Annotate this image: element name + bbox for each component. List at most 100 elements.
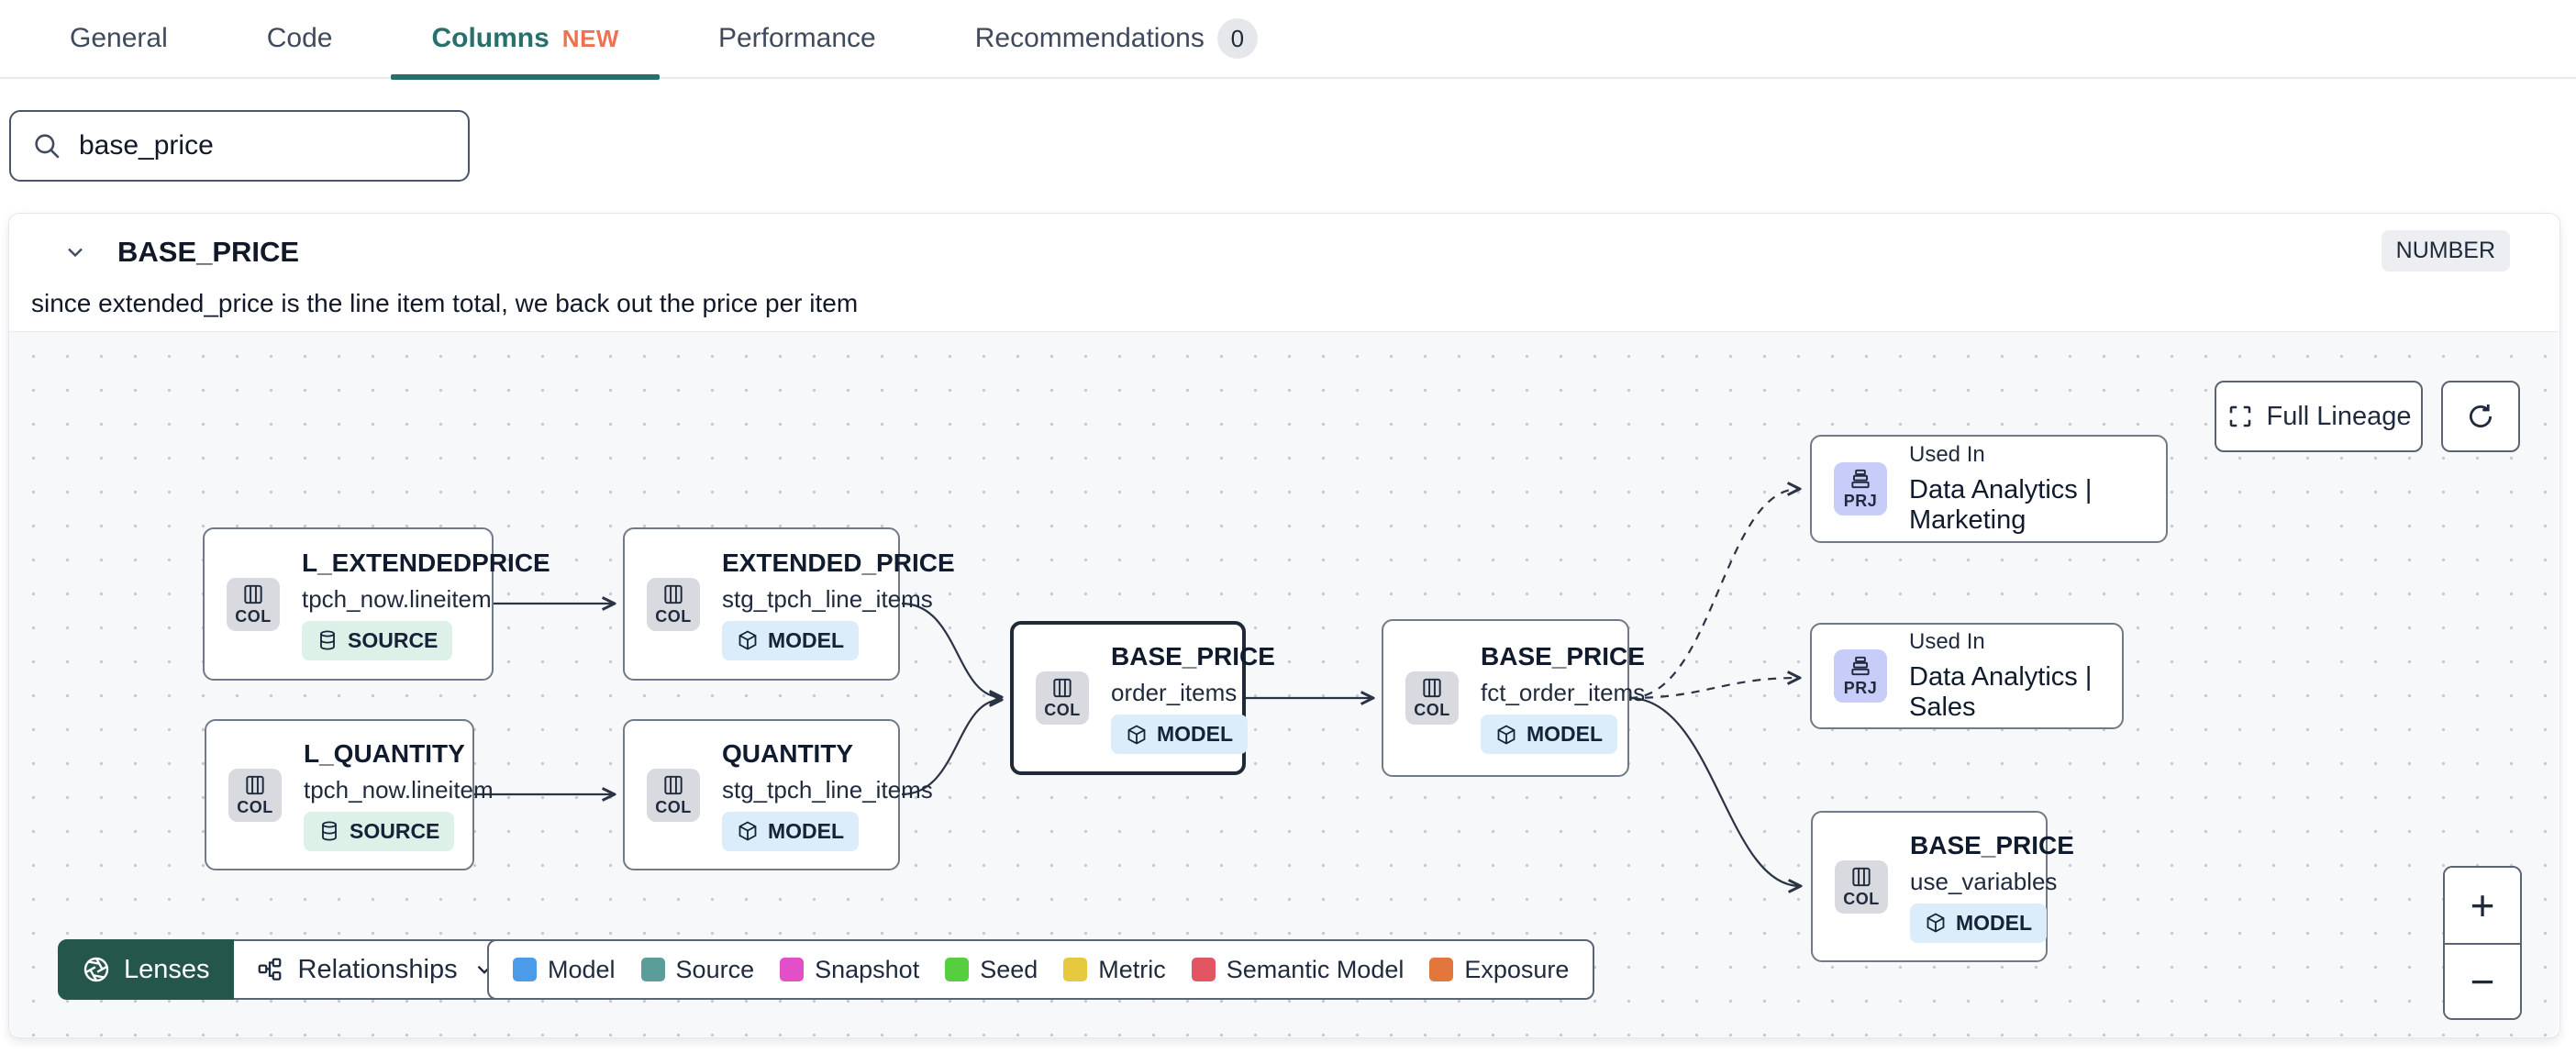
node-subtitle: tpch_now.lineitem: [302, 584, 492, 613]
legend-item-snapshot: Snapshot: [780, 956, 919, 984]
archive-icon: [1851, 469, 1870, 489]
database-icon: [320, 630, 335, 650]
tab-performance[interactable]: Performance: [713, 0, 882, 78]
badge-label: MODEL: [768, 627, 845, 652]
node-type-legend: Model Source Snapshot Seed Metric Semant…: [487, 939, 1595, 1000]
tab-label: Performance: [717, 23, 876, 53]
chip-label: PRJ: [1843, 679, 1878, 697]
lineage-node-quantity[interactable]: COL QUANTITY stg_tpch_line_items MODEL: [623, 719, 933, 870]
cube-icon: [738, 630, 757, 650]
column-chip: COL: [228, 768, 282, 822]
cube-icon: [738, 821, 757, 841]
legend-item-exposure: Exposure: [1429, 956, 1569, 984]
node-subtitle: tpch_now.lineitem: [304, 775, 494, 804]
column-type-badge: NUMBER: [2381, 230, 2510, 272]
column-description: since extended_price is the line item to…: [31, 289, 859, 317]
legend-swatch: [780, 958, 805, 981]
relationships-dropdown[interactable]: Relationships: [233, 939, 520, 1000]
badge-label: MODEL: [1527, 722, 1604, 746]
tab-general[interactable]: General: [64, 0, 173, 78]
legend-item-metric: Metric: [1063, 956, 1166, 984]
full-lineage-button[interactable]: Full Lineage: [2215, 381, 2423, 452]
tab-label: Recommendations: [974, 23, 1205, 53]
node-subtitle: use_variables: [1910, 867, 2058, 895]
column-card-header: BASE_PRICE NUMBER since extended_price i…: [9, 214, 2559, 331]
lineage-node-base-price-use-variables[interactable]: COL BASE_PRICE use_variables MODEL: [1811, 811, 2074, 962]
lineage-edges: [474, 332, 2559, 1036]
expand-icon: [2229, 405, 2250, 427]
legend-label: Seed: [980, 955, 1038, 983]
column-search[interactable]: [9, 110, 470, 182]
legend-swatch: [513, 958, 537, 981]
legend-swatch: [640, 958, 665, 981]
legend-label: Metric: [1098, 955, 1166, 983]
legend-item-source: Source: [640, 956, 754, 984]
search-input[interactable]: [79, 130, 448, 161]
column-chip: COL: [227, 577, 280, 631]
legend-item-model: Model: [513, 956, 616, 984]
node-title: L_EXTENDEDPRICE: [302, 548, 550, 577]
lineage-node-base-price-fct-order-items[interactable]: COL BASE_PRICE fct_order_items MODEL: [1382, 619, 1645, 777]
badge-label: MODEL: [1956, 910, 2033, 935]
legend-label: Semantic Model: [1226, 955, 1405, 983]
model-badge: MODEL: [1111, 715, 1249, 754]
tab-bar: General Code Columns NEW Performance Rec…: [0, 0, 2576, 80]
node-title: QUANTITY: [722, 738, 854, 768]
node-title: BASE_PRICE: [1910, 830, 2074, 859]
lineage-node-extended-price[interactable]: COL EXTENDED_PRICE stg_tpch_line_items M…: [623, 527, 955, 681]
tab-recommendations[interactable]: Recommendations 0: [970, 0, 1263, 78]
node-subtitle: stg_tpch_line_items: [722, 584, 933, 613]
column-card: BASE_PRICE NUMBER since extended_price i…: [8, 213, 2560, 1038]
tab-columns[interactable]: Columns NEW: [391, 0, 660, 80]
zoom-out-button[interactable]: −: [2445, 943, 2520, 1018]
legend-item-semantic-model: Semantic Model: [1191, 955, 1405, 984]
hierarchy-icon: [258, 958, 281, 981]
columns-icon: [1423, 678, 1441, 698]
columns-icon: [1852, 867, 1871, 886]
column-chip: COL: [1405, 671, 1459, 725]
cube-icon: [1926, 913, 1945, 933]
lineage-node-used-in-marketing[interactable]: PRJ Used In Data Analytics | Marketing: [1810, 435, 2168, 543]
chip-label: COL: [1414, 701, 1450, 719]
zoom-controls: + −: [2443, 866, 2522, 1020]
node-title: L_QUANTITY: [304, 738, 465, 768]
project-chip: PRJ: [1834, 649, 1887, 703]
columns-icon: [246, 775, 264, 794]
chip-label: COL: [655, 606, 692, 626]
aperture-icon: [83, 957, 109, 982]
search-icon: [35, 134, 60, 159]
chip-label: PRJ: [1843, 492, 1878, 510]
database-icon: [322, 821, 337, 841]
lineage-toolbar: Lenses Relationships: [58, 939, 520, 1000]
column-chip: COL: [647, 577, 700, 631]
refresh-button[interactable]: [2441, 381, 2520, 452]
lenses-button[interactable]: Lenses: [58, 939, 234, 1000]
source-badge: SOURCE: [302, 620, 453, 660]
full-lineage-label: Full Lineage: [2266, 401, 2412, 431]
legend-swatch: [1429, 958, 1454, 981]
tab-code[interactable]: Code: [261, 0, 339, 78]
badge-label: MODEL: [768, 818, 845, 843]
badge-label: SOURCE: [348, 627, 439, 652]
badge-label: MODEL: [1157, 722, 1234, 746]
lineage-node-used-in-sales[interactable]: PRJ Used In Data Analytics | Sales: [1810, 623, 2124, 729]
lineage-node-l-extendedprice[interactable]: COL L_EXTENDEDPRICE tpch_now.lineitem SO…: [203, 527, 550, 681]
node-title: EXTENDED_PRICE: [722, 548, 955, 577]
column-chip: COL: [1036, 671, 1089, 725]
lenses-label: Lenses: [124, 954, 210, 984]
lineage-canvas[interactable]: Full Lineage COL L_EXTENDEDPRICE tpch_no…: [9, 331, 2559, 1036]
lineage-node-base-price-order-items[interactable]: COL BASE_PRICE order_items MODEL: [1010, 621, 1275, 775]
node-subtitle: fct_order_items: [1481, 679, 1646, 706]
used-in-label: Used In: [1909, 629, 1985, 654]
columns-icon: [664, 584, 683, 604]
model-badge: MODEL: [1481, 715, 1618, 754]
chip-label: COL: [655, 797, 692, 816]
source-badge: SOURCE: [304, 811, 455, 851]
relationships-label: Relationships: [297, 954, 458, 984]
node-title: BASE_PRICE: [1111, 642, 1275, 671]
model-badge: MODEL: [722, 811, 860, 851]
lineage-node-l-quantity[interactable]: COL L_QUANTITY tpch_now.lineitem SOURCE: [205, 719, 494, 870]
chip-label: COL: [237, 797, 273, 816]
zoom-in-button[interactable]: +: [2445, 868, 2520, 943]
chevron-down-icon[interactable]: [62, 239, 88, 265]
